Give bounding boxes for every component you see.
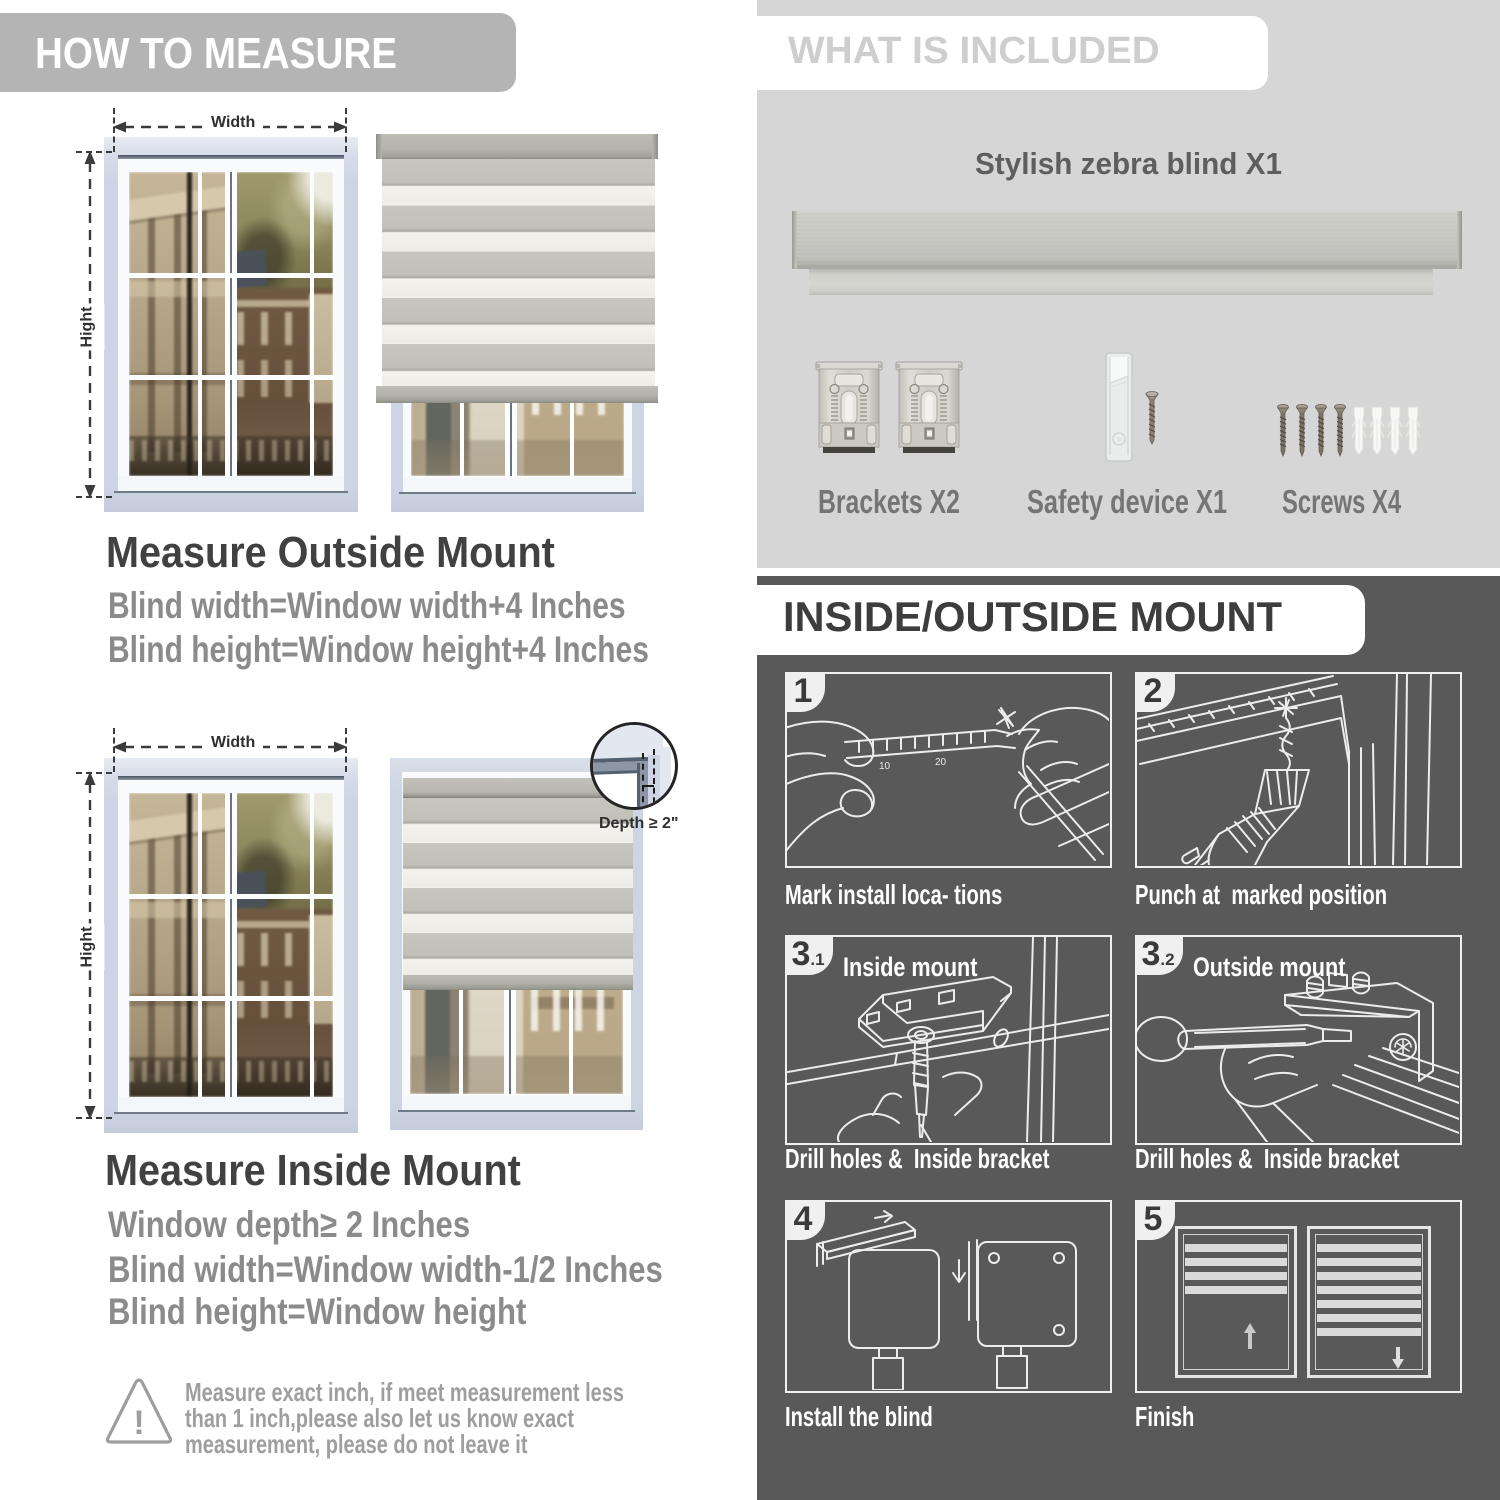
svg-text:10: 10 xyxy=(879,761,891,772)
svg-text:!: ! xyxy=(133,1404,144,1442)
svg-text:20: 20 xyxy=(935,757,947,768)
